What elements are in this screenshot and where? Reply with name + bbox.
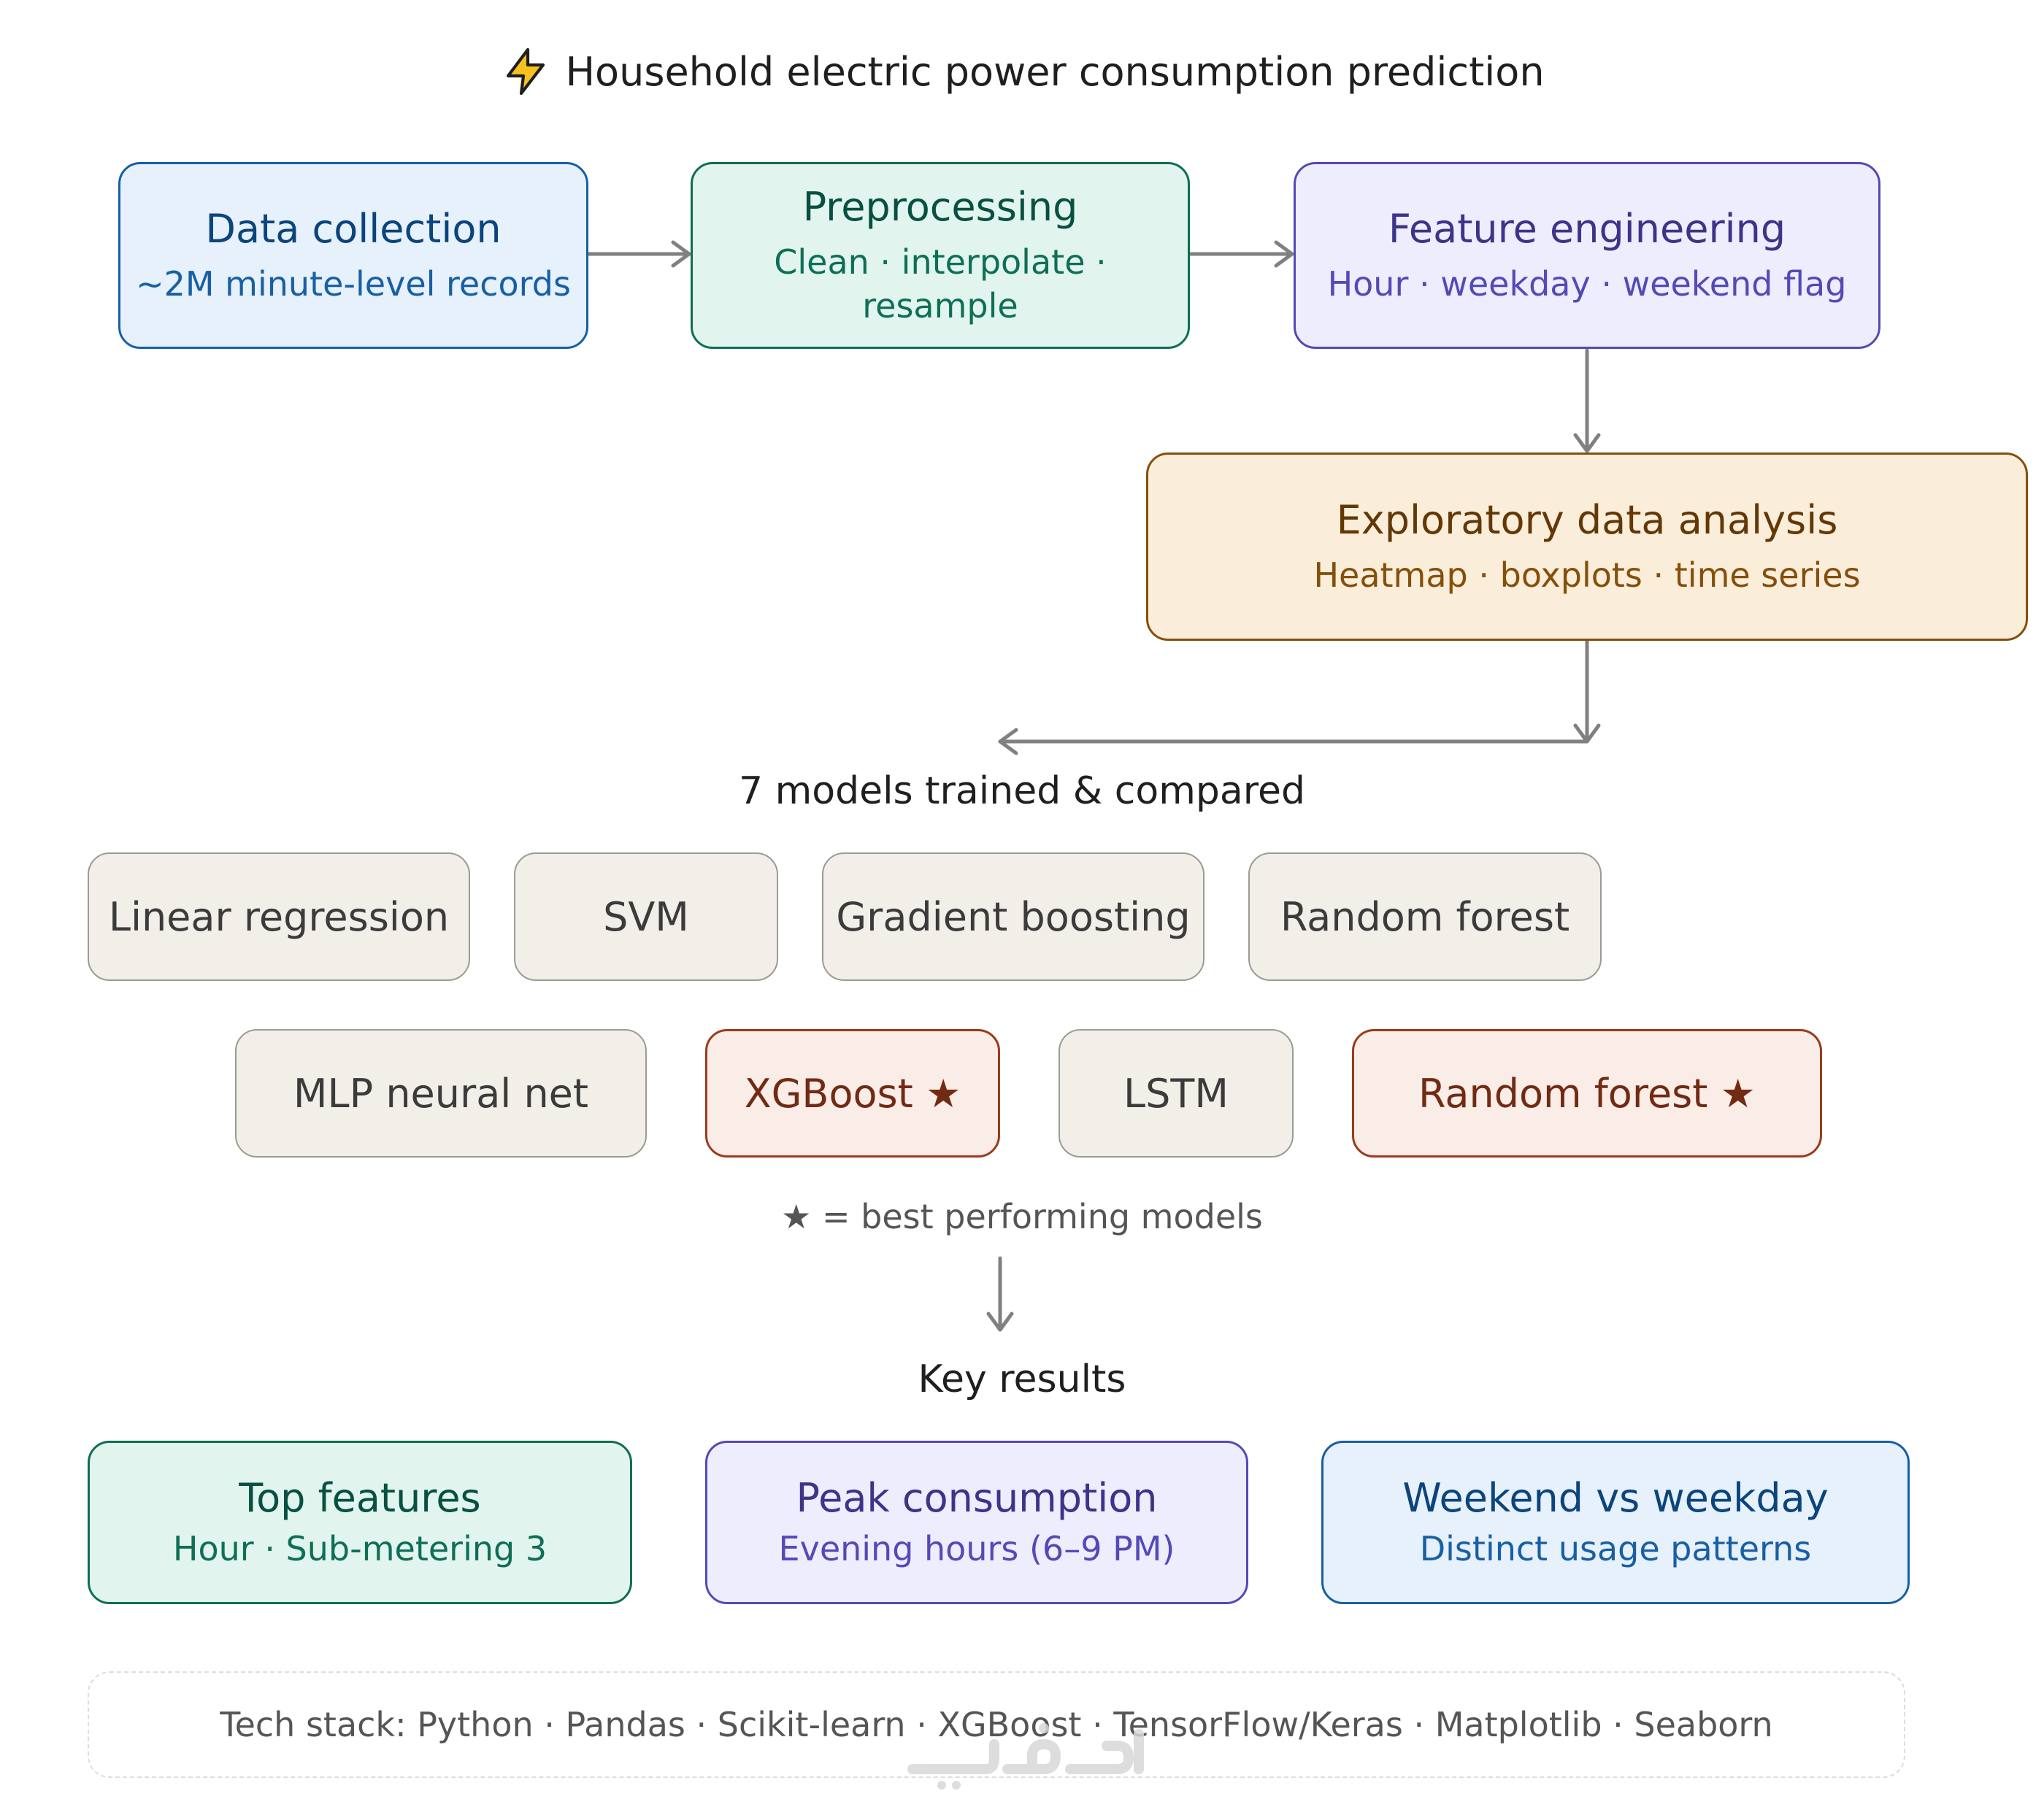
data-collection-box: Data collection ~2M minute-level records [118,162,588,349]
feature-engineering-box: Feature engineering Hour · weekday · wee… [1294,162,1880,349]
model-linear-regression: Linear regression [88,852,470,981]
eda-subtitle: Heatmap · boxplots · time series [1313,555,1861,595]
tech-stack-text: Tech stack: Python · Pandas · Scikit-lea… [220,1705,1773,1744]
results-heading: Key results [918,1358,1126,1401]
result-peak-consumption: Peak consumption Evening hours (6–9 PM) [705,1441,1248,1604]
eda-box: Exploratory data analysis Heatmap · boxp… [1146,452,2028,641]
preprocessing-title: Preprocessing [802,184,1078,231]
result-title: Peak consumption [796,1475,1158,1522]
lightning-bolt-icon [507,47,545,96]
khamsat-watermark-logo [907,1723,1144,1790]
arrowhead-preprocessing-to-features [1274,240,1294,268]
title-text: Household electric power consumption pre… [565,48,1545,95]
result-top-features: Top features Hour · Sub-metering 3 [88,1441,632,1604]
tech-stack-panel: Tech stack: Python · Pandas · Scikit-lea… [88,1671,1905,1778]
feature-engineering-subtitle: Hour · weekday · weekend flag [1327,263,1847,304]
result-subtitle: Evening hours (6–9 PM) [778,1528,1175,1568]
arrowhead-features-to-eda [1573,433,1601,453]
model-lstm: LSTM [1058,1029,1294,1158]
result-title: Top features [239,1475,481,1522]
eda-title: Exploratory data analysis [1336,497,1838,544]
data-collection-title: Data collection [205,206,502,253]
preprocessing-box: Preprocessing Clean · interpolate · resa… [691,162,1190,349]
result-title: Weekend vs weekday [1402,1475,1829,1522]
model-random-forest-best: Random forest ★ [1352,1029,1822,1158]
diagram-title: Household electric power consumption pre… [0,45,2044,98]
result-subtitle: Distinct usage patterns [1419,1528,1812,1568]
feature-engineering-title: Feature engineering [1388,206,1786,253]
data-collection-subtitle: ~2M minute-level records [136,263,571,304]
result-subtitle: Hour · Sub-metering 3 [172,1528,548,1568]
model-xgboost-best: XGBoost ★ [705,1029,1000,1158]
result-weekend-vs-weekday: Weekend vs weekday Distinct usage patter… [1321,1441,1910,1604]
models-heading: 7 models trained & compared [739,769,1305,813]
model-svm: SVM [514,852,778,981]
arrowhead-to-models [998,728,1018,755]
best-models-legend: ★ = best performing models [781,1197,1263,1236]
model-random-forest: Random forest [1248,852,1602,981]
preprocessing-subtitle: Clean · interpolate · resample [774,242,1107,326]
model-gradient-boosting: Gradient boosting [822,852,1204,981]
arrowhead-models-to-results [986,1312,1014,1332]
model-mlp-neural-net: MLP neural net [235,1029,647,1158]
arrowhead-collection-to-preprocessing [671,240,691,268]
